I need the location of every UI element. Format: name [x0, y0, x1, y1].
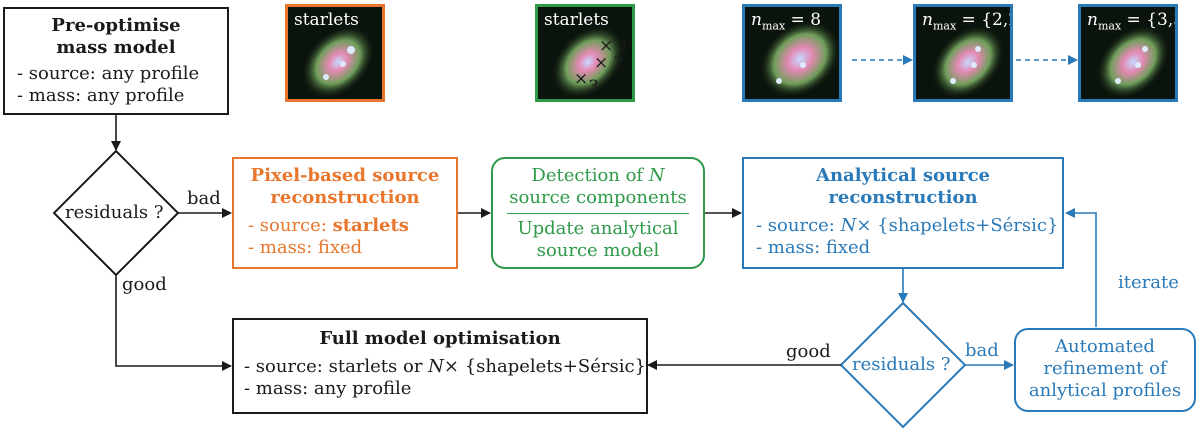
arrow-good-to-full: [115, 275, 232, 371]
thumbnail-nmax-339: nmax = {3,3,9}: [1078, 4, 1178, 102]
preopt-title-line2: mass model: [56, 37, 176, 58]
decision-bottom-bad: bad: [965, 340, 999, 361]
detection-line4: source model: [536, 240, 660, 261]
decision-bottom-label: residuals ?: [852, 354, 951, 375]
analytical-mass: - mass: fixed: [756, 237, 871, 258]
preopt-title-line1: Pre-optimise: [51, 15, 181, 36]
pixel-mass: - mass: fixed: [248, 237, 363, 258]
galaxy-image: [916, 7, 1010, 99]
analytical-source: - source: N× {shapelets+Sérsic}: [756, 215, 1059, 236]
galaxy-image: [745, 7, 839, 99]
full-mass: - mass: any profile: [244, 378, 412, 399]
iterate-label: iterate: [1118, 272, 1179, 293]
detection-line2: source components: [509, 187, 687, 208]
analytical-title-line1: Analytical source: [815, 165, 990, 186]
marker-1: × 1: [599, 36, 630, 56]
refine-line1: Automated: [1055, 336, 1155, 357]
full-source: - source: starlets or N× {shapelets+Sérs…: [244, 356, 646, 377]
refine-line3: anlytical profiles: [1028, 380, 1182, 401]
thumbnail-starlets-orange: starlets: [285, 4, 385, 102]
preopt-mass: - mass: any profile: [17, 85, 185, 106]
thumbnail-label: starlets: [544, 10, 609, 30]
pixel-source: - source: starlets: [248, 215, 409, 236]
detection-line3: Update analytical: [517, 218, 679, 239]
decision-bottom-good: good: [786, 341, 831, 362]
full-title: Full model optimisation: [319, 328, 561, 349]
analytical-reconstruction-box: Analytical source reconstruction - sourc…: [742, 157, 1064, 269]
decision-top-bad: bad: [187, 188, 221, 209]
thumbnail-nmax-222: nmax = {2,2,2}: [913, 4, 1013, 102]
pixel-title-line1: Pixel-based source: [250, 165, 440, 186]
arrow-iterate-loop: [1065, 208, 1097, 327]
thumbnail-label: nmax = 8: [751, 10, 822, 33]
thumbnail-label: starlets: [294, 10, 359, 30]
preopt-source: - source: any profile: [17, 63, 200, 84]
thumbnail-label: nmax = {3,3,9}: [1087, 10, 1175, 33]
decision-diamond-bottom: [839, 301, 967, 429]
thumbnail-label: nmax = {2,2,2}: [922, 10, 1010, 33]
galaxy-image: [538, 7, 632, 99]
preoptimise-box: Pre-optimise mass model - source: any pr…: [3, 7, 229, 115]
thumbnail-starlets-green: starlets × 1 × 2 ×3: [535, 4, 635, 102]
pixel-based-reconstruction-box: Pixel-based source reconstruction - sour…: [232, 157, 458, 269]
marker-3: ×3: [574, 69, 600, 97]
galaxy-image: [288, 7, 382, 99]
detection-box: Detection of N source components Update …: [491, 157, 705, 269]
full-model-optimisation-box: Full model optimisation - source: starle…: [232, 318, 648, 414]
pixel-title-line2: reconstruction: [270, 187, 420, 208]
thumbnail-nmax-8: nmax = 8: [742, 4, 842, 102]
detection-line1: Detection of N: [531, 165, 665, 186]
automated-refinement-box: Automated refinement of anlytical profil…: [1014, 328, 1196, 412]
divider: [507, 213, 689, 214]
analytical-title-line2: reconstruction: [828, 187, 978, 208]
refine-line2: refinement of: [1043, 358, 1167, 379]
galaxy-image: [1081, 7, 1175, 99]
marker-2: × 2: [594, 53, 625, 73]
decision-top-label: residuals ?: [65, 202, 164, 223]
decision-top-good: good: [122, 274, 167, 295]
